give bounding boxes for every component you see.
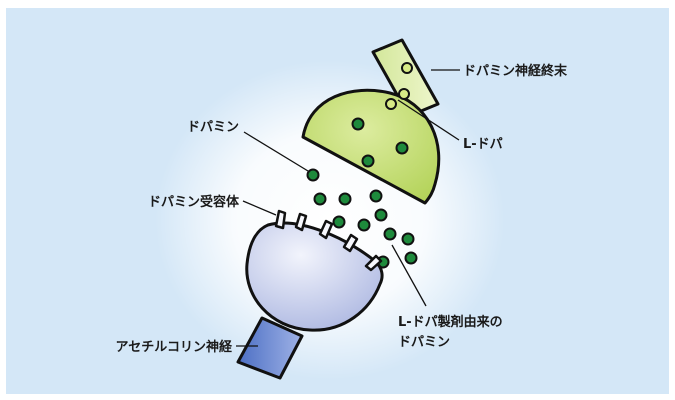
label-dopamine: ドパミン [187,120,239,135]
label-ldopa-derived-line2: ドパミン [398,335,450,350]
dopamine-dot [359,220,370,231]
dopamine-dot [385,229,396,240]
dopamine-dot [371,191,382,202]
label-dopamine-terminal: ドパミン神経終末 [463,63,568,79]
dopamine-dot [340,194,351,205]
l-dopa-dot [399,89,409,99]
dopamine-dot [376,210,387,221]
dopamine-dot [406,253,417,264]
dopamine-dot [397,143,408,154]
label-ldopa-derived-line1: L-ドパ製剤由来の [398,314,503,330]
label-l-dopa: L-ドパ [463,137,503,152]
l-dopa-dot [386,99,396,109]
dopamine-dot [353,119,364,130]
receptor [276,211,285,228]
l-dopa-dot [402,63,412,73]
label-dopamine-receptor: ドパミン受容体 [148,194,240,210]
dopamine-dot [308,170,319,181]
dopamine-dot [315,194,326,205]
dopamine-dot [363,156,374,167]
dopamine-dot [334,217,345,228]
dopamine-dot [403,234,414,245]
label-acetylcholine-nerve: アセチルコリン神経 [116,339,233,355]
